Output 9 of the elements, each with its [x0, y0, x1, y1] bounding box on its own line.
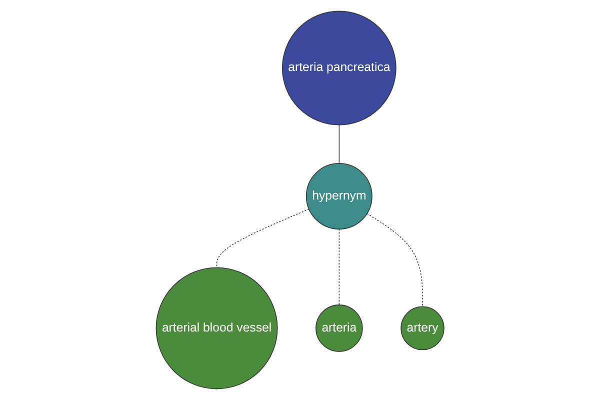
node-circle: arterial blood vessel [156, 267, 278, 390]
node-circle: arteria [315, 304, 363, 352]
node-circle: artery [400, 306, 444, 350]
connector [338, 124, 340, 164]
connector [366, 213, 423, 308]
connector [216, 208, 310, 268]
node-circle: arteria pancreatica [282, 10, 396, 126]
connector [338, 228, 340, 306]
node-circle: hypernym [306, 163, 372, 230]
